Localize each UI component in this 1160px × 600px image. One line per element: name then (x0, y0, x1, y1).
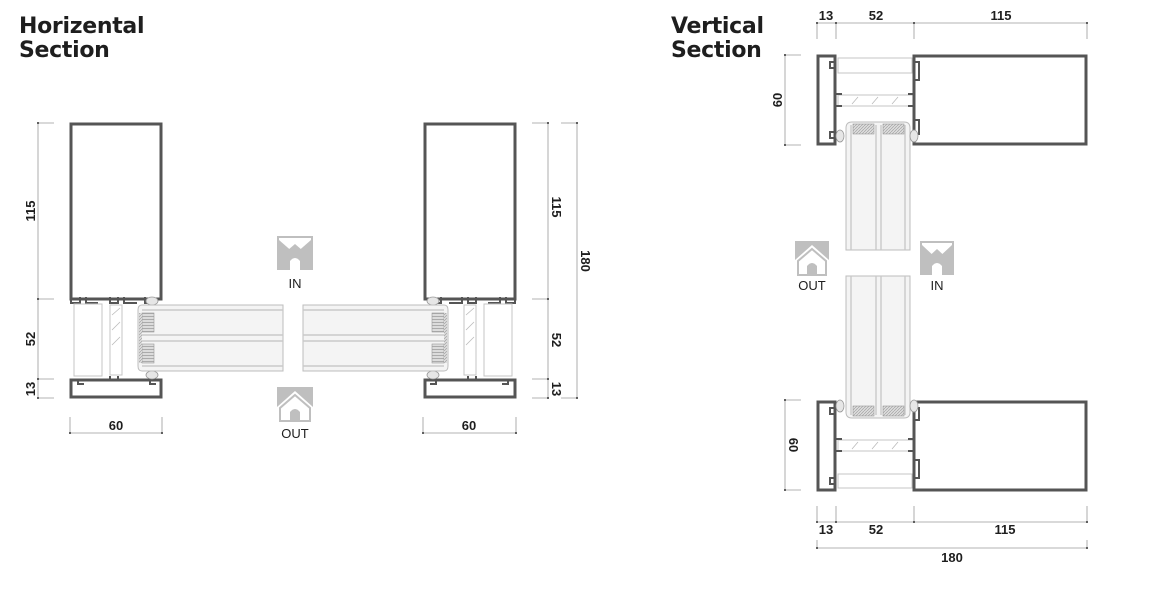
dim-bottom-115: 115 (995, 522, 1016, 537)
house-in-icon (277, 236, 313, 270)
horizontal-out-label: OUT (281, 426, 309, 441)
top-dimensions: 13 52 115 60 (770, 8, 1088, 146)
left-sash-profile (73, 303, 103, 377)
dim-right-180: 180 (578, 250, 593, 272)
vertical-section: OUT IN 13 52 115 60 (770, 8, 1088, 565)
left-thermal-break (109, 304, 123, 376)
right-jamb-profile (423, 122, 517, 399)
bottom-dimensions: 60 13 52 115 180 (784, 399, 1088, 565)
house-out-icon (795, 241, 829, 276)
horizontal-section-title: Horizental Section (19, 14, 145, 63)
left-base-box (69, 378, 163, 399)
dim-top-13: 13 (819, 8, 833, 23)
dim-right-60: 60 (462, 418, 476, 433)
dim-top-52: 52 (869, 8, 883, 23)
vertical-glass-unit (835, 121, 919, 419)
dim-right-13: 13 (549, 382, 564, 396)
dim-left-115: 115 (23, 201, 38, 222)
right-outer-frame-box (423, 122, 517, 301)
bottom-115-box (912, 400, 1088, 492)
right-dimensions: 115 52 13 180 60 (422, 122, 593, 434)
bottom-thermal-break (837, 439, 915, 452)
dim-left-60: 60 (109, 418, 123, 433)
dim-left-52: 52 (23, 332, 38, 346)
horizontal-in-label: IN (289, 276, 302, 291)
house-out-icon (277, 387, 313, 422)
gasket-top-right (426, 296, 440, 306)
vertical-in-label: IN (931, 278, 944, 293)
right-base-box (423, 378, 517, 399)
vertical-out-label: OUT (798, 278, 826, 293)
right-sash-profile (483, 303, 513, 377)
bottom-sill-profile (816, 400, 1088, 492)
house-in-icon (920, 241, 954, 275)
top-head-profile (816, 54, 1088, 146)
top-115-box (912, 54, 1088, 146)
dim-top-60: 60 (770, 93, 785, 107)
dim-left-13: 13 (23, 382, 38, 396)
horizontal-section: IN OUT 115 52 13 60 (23, 122, 593, 441)
dim-bottom-52: 52 (869, 522, 883, 537)
gasket-bottom-right (426, 370, 440, 380)
horizontal-title-line2: Section (19, 38, 110, 63)
dim-right-52: 52 (549, 333, 564, 347)
top-sash-profile (837, 57, 913, 74)
left-frame-teeth (70, 297, 153, 304)
left-outer-frame-box (69, 122, 163, 301)
vertical-title-line1: Vertical (671, 14, 764, 39)
dim-bottom-60: 60 (786, 438, 801, 452)
dim-bottom-180: 180 (941, 550, 963, 565)
top-left-13-box (816, 54, 837, 146)
bottom-left-13-box (816, 400, 837, 492)
vertical-title-line2: Section (671, 38, 762, 63)
bottom-sash-profile (837, 473, 913, 489)
horizontal-title-line1: Horizental (19, 14, 145, 39)
top-thermal-break (837, 94, 915, 107)
gasket-bottom-left (145, 370, 159, 380)
vertical-section-title: Vertical Section (671, 15, 764, 63)
right-frame-teeth (433, 297, 516, 304)
dim-top-115: 115 (991, 8, 1012, 23)
horizontal-glass-unit (137, 296, 449, 380)
gasket-top-left (145, 296, 159, 306)
left-jamb-profile (69, 122, 163, 399)
dim-bottom-13: 13 (819, 522, 833, 537)
dim-right-115: 115 (549, 197, 564, 218)
left-dimensions: 115 52 13 60 (23, 122, 163, 434)
right-thermal-break (463, 304, 477, 376)
